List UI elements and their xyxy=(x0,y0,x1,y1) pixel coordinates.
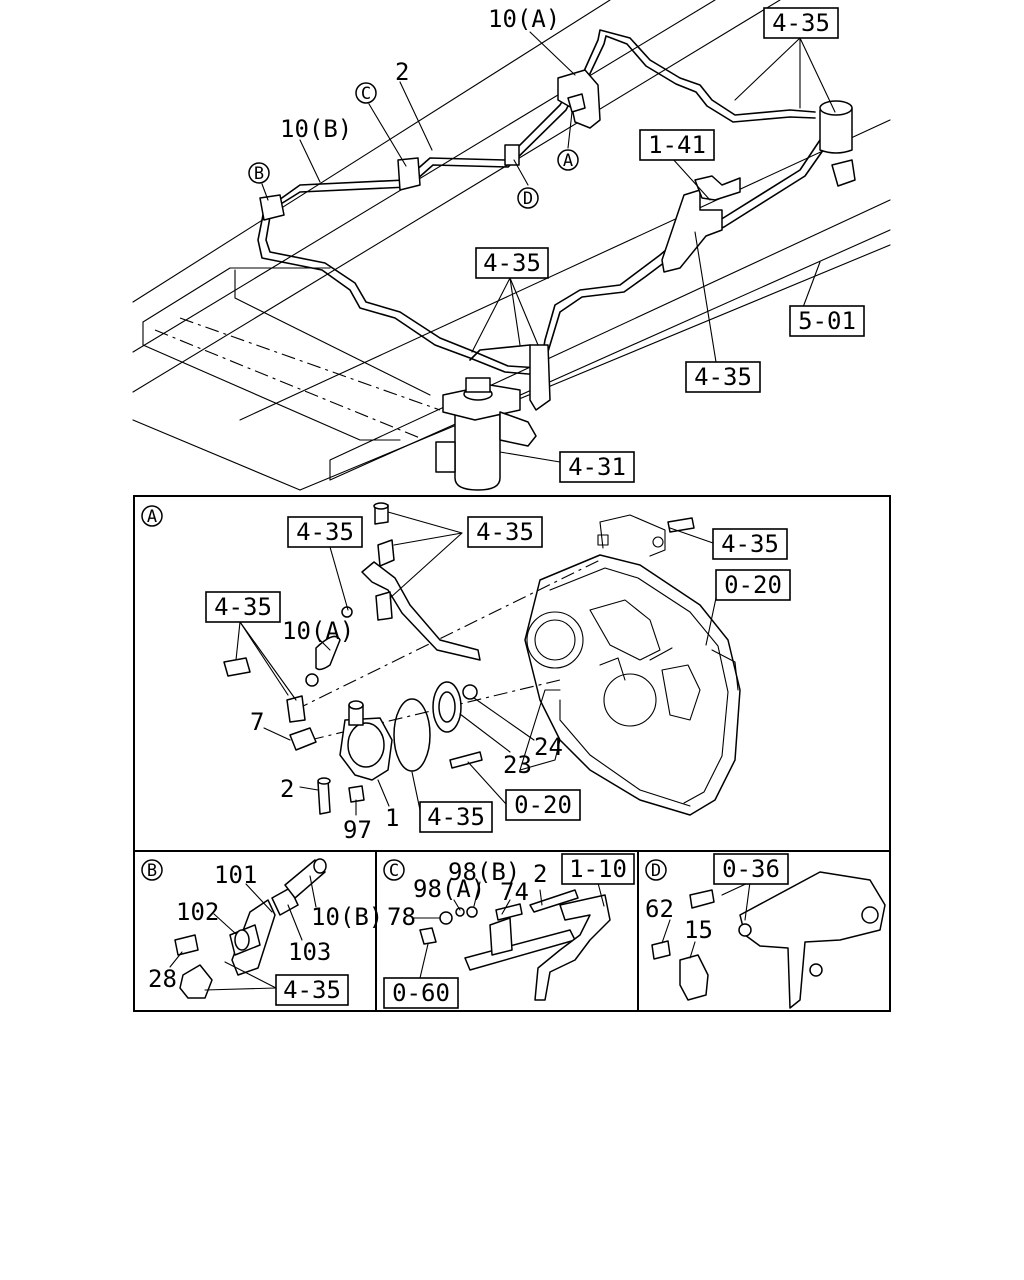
panel-c-label-2: 2 xyxy=(533,860,547,888)
panel-a-ref-7: 0-20 xyxy=(514,791,572,819)
panel-c-marker: C xyxy=(389,861,399,881)
panel-c-ref-box-1 xyxy=(561,853,635,885)
pipe-brackets xyxy=(259,69,741,273)
panel-b-leaders xyxy=(169,875,317,991)
panel-c-ref-1: 1-10 xyxy=(569,855,627,883)
label-10b-top: 10(B) xyxy=(280,115,352,143)
panel-a-ref-3: 4-35 xyxy=(214,593,272,621)
panel-a-label-10a: 10(A) xyxy=(282,617,354,645)
panel-c-ref-2: 0-60 xyxy=(392,979,450,1007)
callout-b-top: B xyxy=(254,164,264,184)
callout-d-top: D xyxy=(523,189,533,209)
panel-a-ref-5: 0-20 xyxy=(724,571,782,599)
panel-a-ref-box-2 xyxy=(467,516,543,548)
callout-circle-d-top xyxy=(517,187,539,209)
panel-a-marker: A xyxy=(147,507,157,527)
top-leaders xyxy=(261,31,836,463)
ref-box-435-right xyxy=(685,361,761,393)
panel-c-ref-box-2 xyxy=(383,977,459,1009)
ref-box-501 xyxy=(789,305,865,337)
panel-d-ref-box-1 xyxy=(713,853,789,885)
panel-d-label-62: 62 xyxy=(645,895,674,923)
label-10a-top: 10(A) xyxy=(488,5,560,33)
panel-c-marker-circle xyxy=(383,859,405,881)
ref-431: 4-31 xyxy=(568,453,626,481)
panel-a-label-2: 2 xyxy=(280,775,294,803)
panel-d-parts xyxy=(651,871,886,1009)
panel-c-parts xyxy=(419,889,611,1001)
panel-a-ref-4: 4-35 xyxy=(721,530,779,558)
panel-a-label-97: 97 xyxy=(343,816,372,844)
panel-a-leaders xyxy=(235,511,717,816)
callout-circle-c-top xyxy=(355,82,377,104)
panel-d-marker: D xyxy=(651,861,661,881)
panel-b-ref-box-1 xyxy=(275,974,349,1006)
panel-a-pipe-and-clamps xyxy=(341,502,695,661)
priming-pump xyxy=(819,100,856,187)
panel-b-ref-1: 4-35 xyxy=(283,976,341,1004)
panel-b-label-101: 101 xyxy=(214,861,257,889)
fuel-filter-assembly xyxy=(435,344,551,491)
panel-a-ref-2: 4-35 xyxy=(476,518,534,546)
panel-b-parts xyxy=(174,858,327,999)
panel-c-label-78: 78 xyxy=(387,903,416,931)
panel-a-ref-1: 4-35 xyxy=(296,518,354,546)
panel-a-label-24: 24 xyxy=(534,733,563,761)
panel-a-ref-box-6 xyxy=(419,801,493,833)
panel-c-leaders xyxy=(413,881,605,979)
panel-d-ref-1: 0-36 xyxy=(722,855,780,883)
panel-b-marker: B xyxy=(147,861,157,881)
ref-box-141 xyxy=(639,129,715,161)
panel-c-label-98b: 98(B) xyxy=(448,858,520,886)
label-2-top: 2 xyxy=(395,58,409,86)
flywheel-housing xyxy=(519,514,741,816)
ref-435-mid: 4-35 xyxy=(483,249,541,277)
panel-a-ref-box-7 xyxy=(505,789,581,821)
panel-c-label-74: 74 xyxy=(500,878,529,906)
panel-a-ref-box-1 xyxy=(287,516,363,548)
panel-b-label-102: 102 xyxy=(176,898,219,926)
panel-b-label-28: 28 xyxy=(148,965,177,993)
callout-circle-b-top xyxy=(248,162,270,184)
panel-a-label-7: 7 xyxy=(250,708,264,736)
panel-a-label-1: 1 xyxy=(385,804,399,832)
injection-pump-drive xyxy=(223,635,483,815)
ref-box-435-mid xyxy=(475,247,549,279)
panel-b-label-10b: 10(B) xyxy=(311,903,383,931)
ref-141: 1-41 xyxy=(648,131,706,159)
frame-rails xyxy=(132,0,891,491)
panel-a-ref-box-4 xyxy=(712,528,788,560)
panel-c-label-98a: 98(A) xyxy=(413,875,485,903)
ref-box-435-topright xyxy=(763,7,839,39)
ref-box-431 xyxy=(559,451,635,483)
panel-d-marker-circle xyxy=(645,859,667,881)
panel-b-label-103: 103 xyxy=(288,938,331,966)
ref-435-right: 4-35 xyxy=(694,363,752,391)
panel-a-label-23: 23 xyxy=(503,751,532,779)
panel-a-ref-6: 4-35 xyxy=(427,803,485,831)
panel-a-ref-box-3 xyxy=(205,591,281,623)
callout-a-top: A xyxy=(563,151,573,171)
callout-circle-a-top xyxy=(557,149,579,171)
callout-c-top: C xyxy=(361,84,371,104)
panel-a-marker-circle xyxy=(141,505,163,527)
panel-d-label-15: 15 xyxy=(684,916,713,944)
panel-frames xyxy=(133,495,891,1012)
panel-a-ref-box-5 xyxy=(715,569,791,601)
fuel-pipes xyxy=(257,29,827,379)
ref-501: 5-01 xyxy=(798,307,856,335)
panel-b-marker-circle xyxy=(141,859,163,881)
ref-435-topright: 4-35 xyxy=(772,9,830,37)
